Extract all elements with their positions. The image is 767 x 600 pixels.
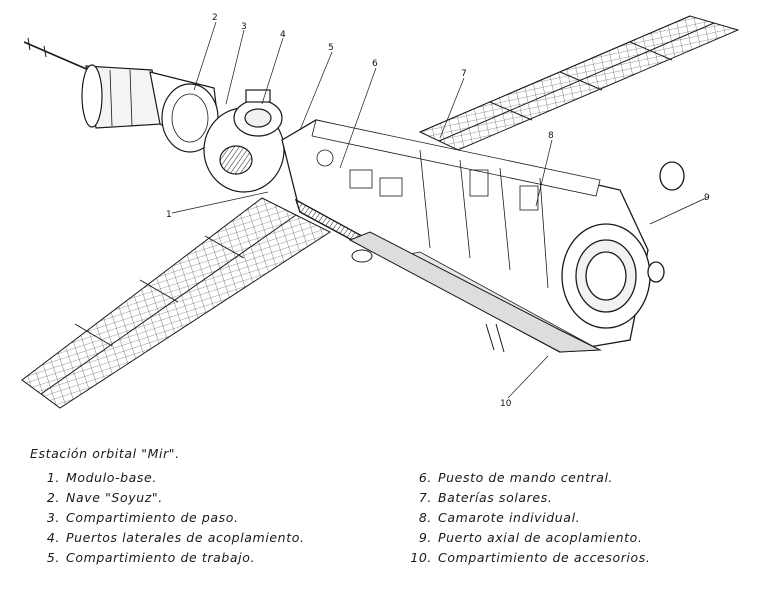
callout-3: 3 [241,22,247,32]
callout-5: 5 [328,43,334,53]
legend-number: 6. [418,470,432,485]
callout-leaders [171,21,707,399]
legend-label: Puesto de mando central. [438,470,614,485]
legend-item: 3. Compartimiento de paso. [36,508,305,528]
callout-8: 8 [548,131,554,141]
legend-label: Camarote individual. [438,510,581,525]
legend-label: Compartimiento de trabajo. [66,550,256,565]
caption-title: Estación orbital "Mir". [30,446,180,461]
legend-number: 2. [46,490,60,505]
legend-item: 2. Nave "Soyuz". [36,488,305,508]
legend-item: 5. Compartimiento de trabajo. [36,548,305,568]
accessory-compartment [348,231,602,353]
callout-2: 2 [212,13,218,23]
legend-number: 3. [46,510,60,525]
legend-label: Puertos laterales de acoplamiento. [66,530,305,545]
legend-item: 8. Camarote individual. [408,508,650,528]
legend-number: 10. [410,550,432,565]
legend-label: Nave "Soyuz". [66,490,163,505]
legend-label: Compartimiento de paso. [66,510,239,525]
callout-6: 6 [372,59,378,69]
legend-number: 7. [418,490,432,505]
legend-number: 1. [46,470,60,485]
callout-10: 10 [500,399,512,409]
solar-array-upper [418,15,740,151]
figure-caption: Estación orbital "Mir". 1. Modulo-base. 2… [30,446,750,596]
legend-label: Modulo-base. [66,470,157,485]
callout-9: 9 [704,193,710,203]
mir-station-illustration: 1 2 3 4 5 6 7 8 9 10 [21,13,740,409]
legend-item: 7. Baterías solares. [408,488,650,508]
soyuz-antenna [23,37,99,75]
legend-item: 4. Puertos laterales de acoplamiento. [36,528,305,548]
callout-7: 7 [461,69,467,79]
legend-label: Puerto axial de acoplamiento. [438,530,643,545]
legend-item: 1. Modulo-base. [36,468,305,488]
legend-column-left: 1. Modulo-base. 2. Nave "Soyuz". 3. Compart… [36,468,305,568]
legend-column-right: 6. Puesto de mando central. 7. Baterías so… [408,468,650,568]
callout-4: 4 [280,30,286,40]
legend-number: 9. [418,530,432,545]
legend-number: 5. [46,550,60,565]
callout-1: 1 [166,210,172,220]
legend-number: 8. [418,510,432,525]
axial-docking-port [561,161,685,329]
legend-label: Compartimiento de accesorios. [438,550,651,565]
soyuz-spacecraft [81,64,223,156]
transfer-compartment [203,89,285,193]
legend-number: 4. [46,530,60,545]
legend-item: 6. Puesto de mando central. [408,468,650,488]
legend-item: 10. Compartimiento de accesorios. [408,548,650,568]
legend-item: 9. Puerto axial de acoplamiento. [408,528,650,548]
solar-array-lower [21,197,332,409]
legend-label: Baterías solares. [438,490,553,505]
